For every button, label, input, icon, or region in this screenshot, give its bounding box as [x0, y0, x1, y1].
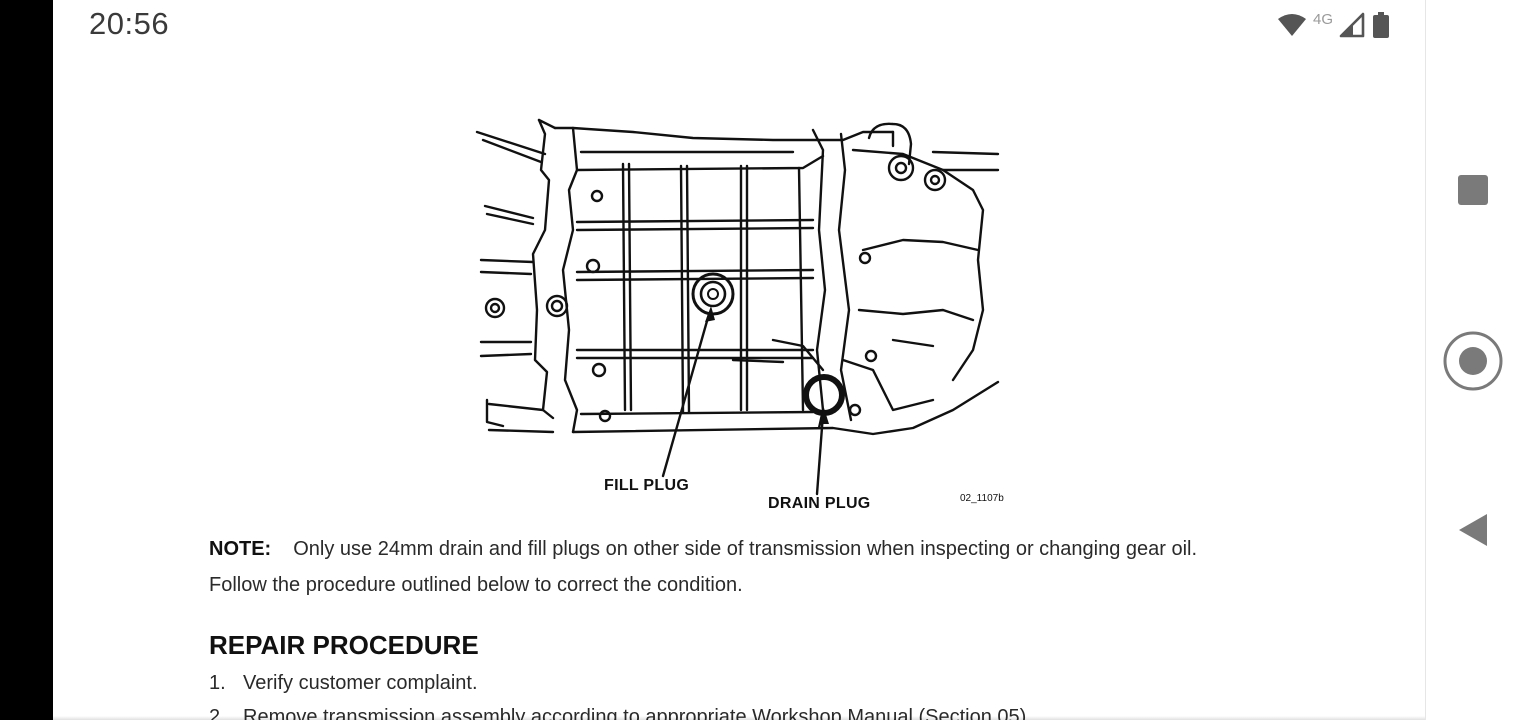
step-text: Verify customer complaint. — [243, 672, 478, 694]
back-button[interactable] — [1457, 512, 1489, 553]
fill-plug-label: FILL PLUG — [604, 477, 690, 494]
status-icons: 4G — [1277, 10, 1391, 40]
cell-signal-icon — [1339, 12, 1365, 38]
section-heading: REPAIR PROCEDURE — [209, 630, 479, 660]
step-text: Remove transmission assembly according t… — [243, 706, 1032, 720]
square-icon — [1458, 175, 1488, 205]
network-type-label: 4G — [1312, 10, 1333, 28]
overview-button[interactable] — [1457, 174, 1489, 211]
figure-code: 02_1107b — [960, 493, 1004, 504]
home-circle-icon — [1443, 331, 1503, 391]
home-button[interactable] — [1442, 330, 1504, 397]
navigation-bar — [1425, 0, 1520, 720]
note-label: NOTE: — [209, 538, 272, 560]
status-time: 20:56 — [89, 6, 170, 41]
note-text: Only use 24mm drain and fill plugs on ot… — [293, 538, 1198, 560]
note-paragraph: NOTE: Only use 24mm drain and fill plugs … — [209, 538, 1197, 561]
document-viewer[interactable]: 20:56 4G — [53, 0, 1425, 720]
transmission-illustration — [475, 118, 1000, 496]
follow-text: Follow the procedure outlined below to c… — [209, 574, 743, 596]
list-item: 2. Remove transmission assembly accordin… — [209, 706, 1032, 720]
procedure-steps: 1. Verify customer complaint. 2. Remove … — [209, 672, 1032, 720]
wifi-icon — [1277, 14, 1306, 36]
battery-icon — [1373, 12, 1389, 38]
transmission-diagram: FILL PLUG DRAIN PLUG 02_1107b — [473, 110, 1004, 525]
drain-plug-label: DRAIN PLUG — [768, 495, 871, 512]
back-triangle-icon — [1459, 514, 1487, 546]
step-number: 1. — [209, 672, 226, 694]
list-item: 1. Verify customer complaint. — [209, 672, 1032, 706]
step-number: 2. — [209, 706, 226, 720]
bottom-edge-shadow — [53, 716, 1425, 720]
